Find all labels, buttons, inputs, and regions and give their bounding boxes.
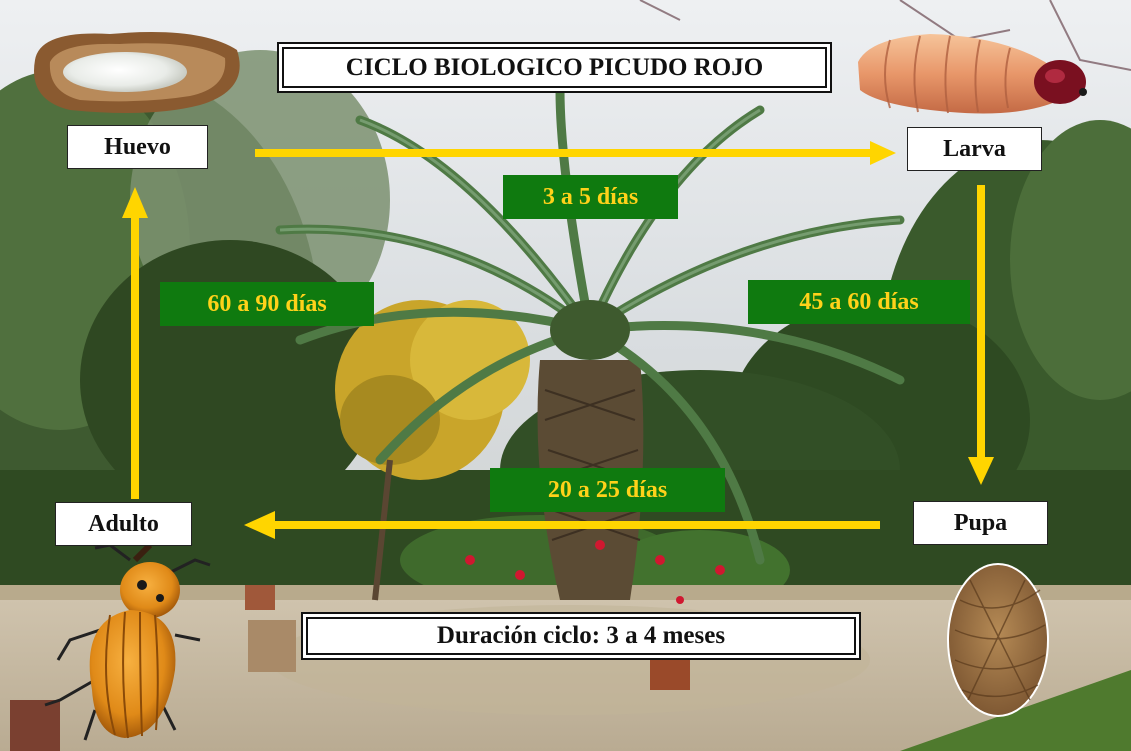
arrow-egg-to-larva xyxy=(255,141,896,165)
stage-label-egg: Huevo xyxy=(67,125,208,169)
duration-egg-to-larva: 3 a 5 días xyxy=(503,175,678,219)
stage-label-egg-text: Huevo xyxy=(104,133,171,160)
duration-pupa-to-adult-text: 20 a 25 días xyxy=(547,476,668,503)
duration-pupa-to-adult: 20 a 25 días xyxy=(490,468,725,512)
arrow-pupa-to-adult xyxy=(244,511,880,539)
duration-adult-to-egg-text: 60 a 90 días xyxy=(207,290,327,317)
duration-egg-to-larva-text: 3 a 5 días xyxy=(542,183,639,210)
larva-icon xyxy=(858,34,1087,114)
red-palm-weevil-icon xyxy=(44,542,211,741)
stage-label-pupa-text: Pupa xyxy=(953,509,1008,536)
duration-larva-to-pupa: 45 a 60 días xyxy=(748,280,970,324)
stage-label-adult-text: Adulto xyxy=(88,510,159,537)
egg-icon xyxy=(34,32,240,114)
cycle-duration-summary-text: Duración ciclo: 3 a 4 meses xyxy=(436,622,726,649)
cycle-duration-summary: Duración ciclo: 3 a 4 meses xyxy=(301,612,861,660)
stage-label-larva: Larva xyxy=(907,127,1042,171)
diagram-title: CICLO BIOLOGICO PICUDO ROJO xyxy=(277,42,832,93)
stage-label-adult: Adulto xyxy=(55,502,192,546)
arrow-larva-to-pupa xyxy=(968,185,994,485)
diagram-title-text: CICLO BIOLOGICO PICUDO ROJO xyxy=(345,53,764,81)
arrow-adult-to-egg xyxy=(122,187,148,499)
duration-larva-to-pupa-text: 45 a 60 días xyxy=(799,288,919,315)
stage-label-pupa: Pupa xyxy=(913,501,1048,545)
pupa-cocoon-icon xyxy=(947,563,1049,717)
stage-label-larva-text: Larva xyxy=(943,135,1006,162)
duration-adult-to-egg: 60 a 90 días xyxy=(160,282,374,326)
